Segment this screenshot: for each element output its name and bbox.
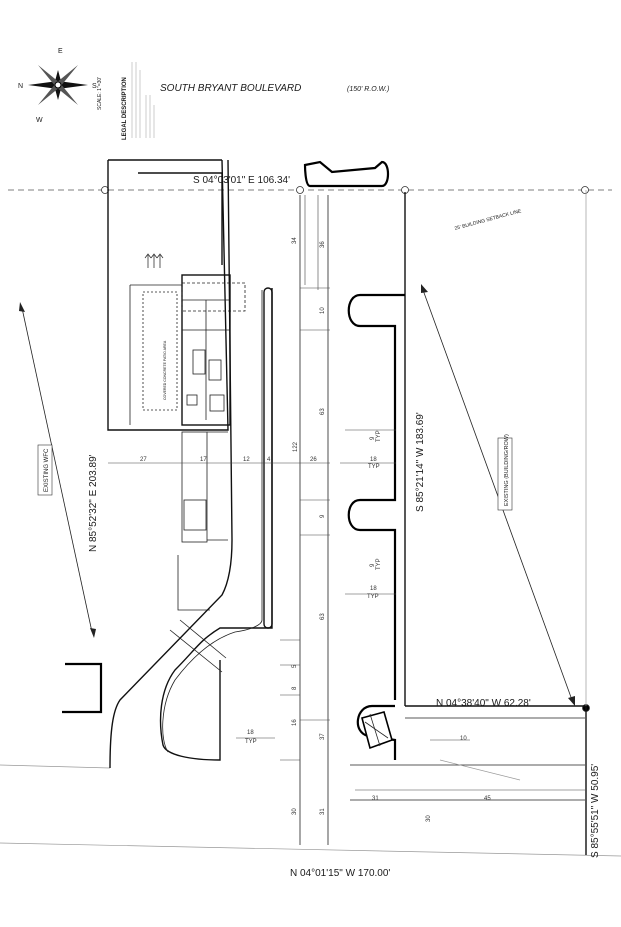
dim-63b: 63 <box>320 613 326 620</box>
west-boundary <box>107 159 229 431</box>
row-width-label: (150' R.O.W.) <box>347 86 389 93</box>
compass-e-label: E <box>58 48 63 55</box>
existing-right-label: EXISTING (BUILDING/ROW) <box>504 434 510 506</box>
dim-26: 26 <box>310 457 317 463</box>
lower-parking-island <box>356 704 397 760</box>
entry-arrows-icon <box>144 253 164 268</box>
svg-text:COVERED CONCRETE PATIO AREA: COVERED CONCRETE PATIO AREA <box>163 340 167 400</box>
dim-18a: 18 <box>370 457 377 463</box>
bearing-right: S 85°21'14" W 183.69' <box>415 412 426 512</box>
existing-wfc-arrow <box>21 307 93 633</box>
setback-label: 25' BUILDING SETBACK LINE <box>454 208 523 232</box>
compass-n-label: N <box>18 83 23 90</box>
street-name-title: SOUTH BRYANT BOULEVARD <box>160 83 301 94</box>
parking-island-top <box>347 293 405 700</box>
bearing-lower-right-side: S 85°55'51" W 50.95' <box>590 764 601 858</box>
drive-aisle-inner-curve <box>159 288 273 761</box>
drive-cross-line-1 <box>169 629 223 673</box>
compass-w-label: W <box>36 117 43 124</box>
dim-typ-5: TYP <box>245 739 257 745</box>
dim-9c: 9 <box>370 563 376 567</box>
dim-9a: 9 <box>320 514 326 518</box>
dim-30a: 30 <box>292 808 298 815</box>
dim-27: 27 <box>140 457 147 463</box>
dim-30b: 30 <box>426 815 432 822</box>
property-corner-monuments <box>101 186 590 712</box>
dim-17: 17 <box>200 457 207 463</box>
legal-description-heading: LEGAL DESCRIPTION <box>122 77 128 140</box>
dim-10b: 10 <box>460 736 467 742</box>
bearing-bottom: N 04°01'15" W 170.00' <box>290 868 390 879</box>
drive-through-stalls <box>177 431 228 611</box>
dim-typ-1: TYP <box>368 464 380 470</box>
dim-36: 36 <box>320 241 326 248</box>
existing-right-arrow <box>422 289 573 701</box>
bearing-left: N 85°52'32" E 203.89' <box>88 454 99 552</box>
existing-lot-outline <box>138 172 223 265</box>
median-island <box>263 287 273 629</box>
street-entry-curb <box>303 160 390 188</box>
dim-16: 16 <box>292 719 298 726</box>
dim-typ-2: TYP <box>376 430 382 442</box>
drive-aisle-lane-line <box>162 290 263 753</box>
legal-description-text-lines <box>131 62 155 138</box>
dim-122: 122 <box>293 441 299 452</box>
dim-12: 12 <box>243 457 250 463</box>
existing-structure-bracket <box>62 662 103 714</box>
left-edge-line <box>0 764 111 769</box>
dim-5: 5 <box>292 664 298 668</box>
dim-37: 37 <box>320 733 326 740</box>
drive-cross-line-2 <box>179 619 227 659</box>
compass-s-label: S <box>92 83 97 90</box>
dimension-lines <box>108 195 585 791</box>
bottom-row-line <box>0 842 621 857</box>
dim-8: 8 <box>292 686 298 690</box>
dim-18c: 18 <box>247 730 254 736</box>
dim-typ-3: TYP <box>376 558 382 570</box>
dim-34: 34 <box>292 237 298 244</box>
drive-aisle-outer-curve <box>109 159 233 769</box>
dim-4: 4 <box>267 457 271 463</box>
dim-45: 45 <box>484 796 491 802</box>
dim-typ-4: TYP <box>367 594 379 600</box>
dim-63a: 63 <box>320 408 326 415</box>
dim-9b: 9 <box>370 436 376 440</box>
scale-label: SCALE: 1"=30' <box>97 77 103 110</box>
bearing-lower-right-top: N 04°38'40" W 62.28' <box>436 698 531 709</box>
lower-right-parking <box>350 717 585 801</box>
compass-rose-icon <box>28 65 88 105</box>
dim-18b: 18 <box>370 586 377 592</box>
dim-10: 10 <box>320 307 326 314</box>
bearing-top: S 04°03'01" E 106.34' <box>193 175 290 186</box>
existing-wfc-label: EXISTING WFC <box>44 448 50 492</box>
dim-31a: 31 <box>320 808 326 815</box>
dim-31b: 31 <box>372 796 379 802</box>
